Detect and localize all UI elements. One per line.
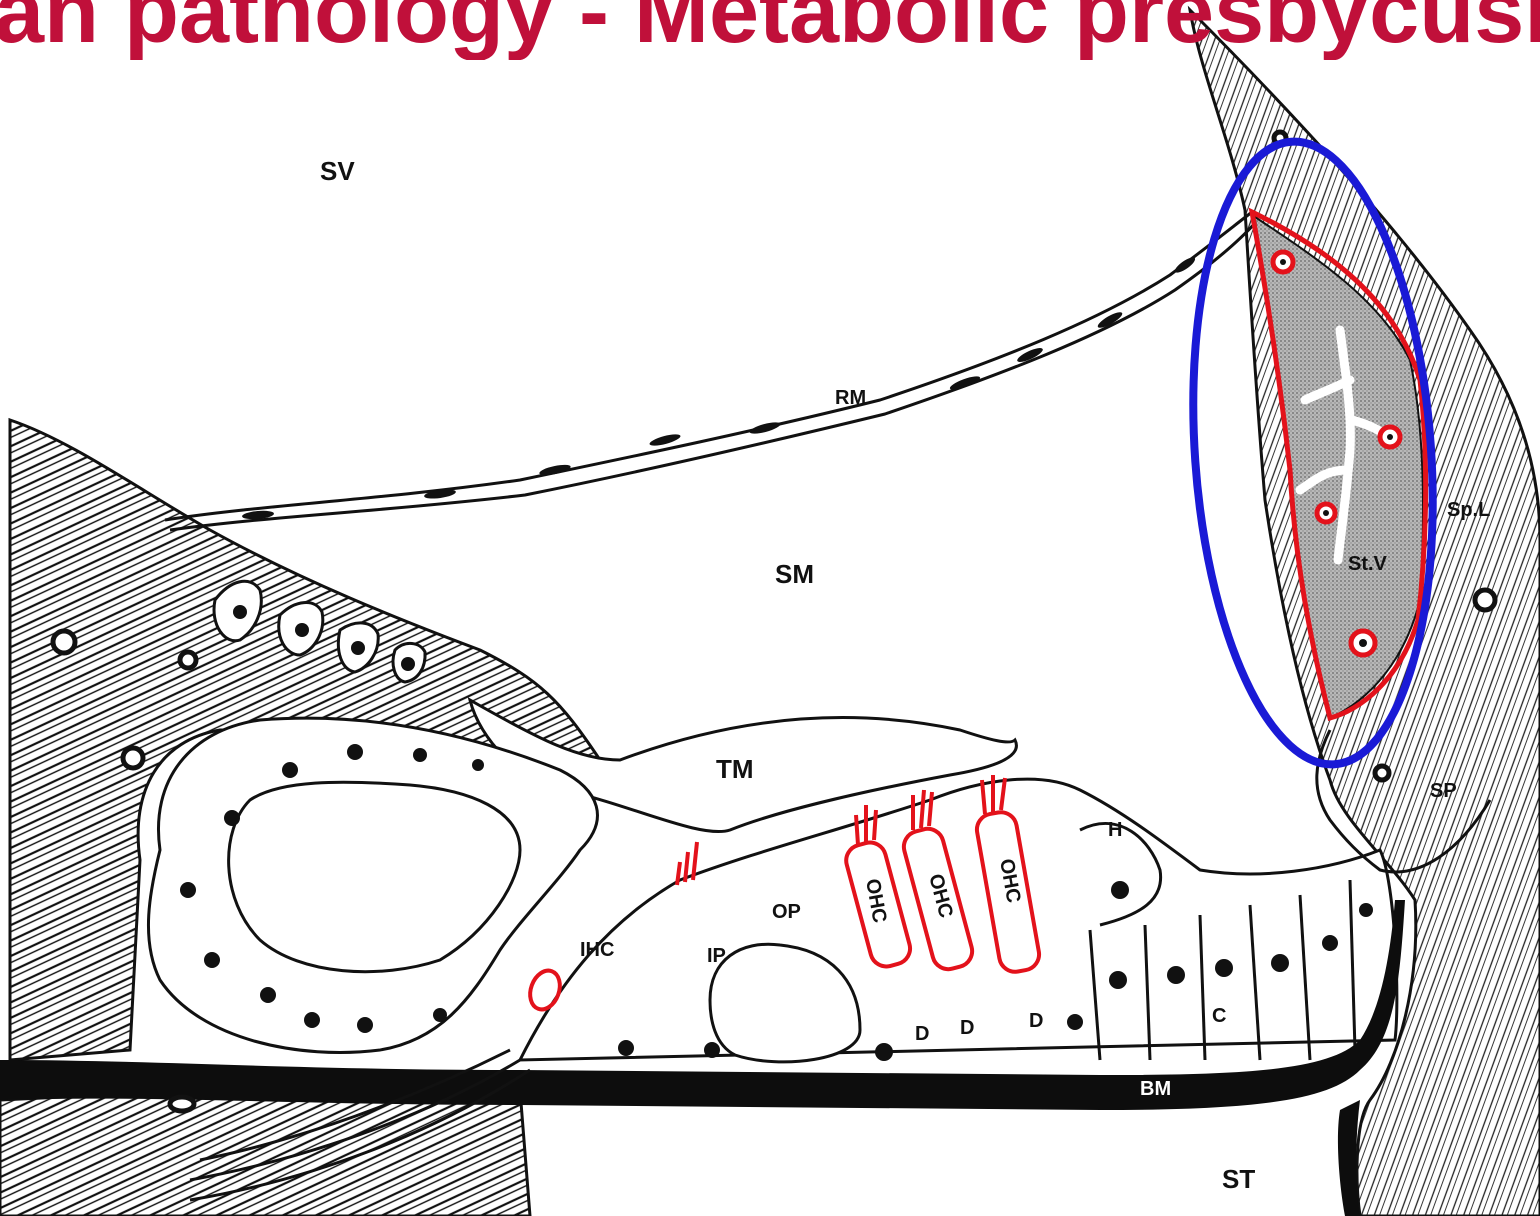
label-ip: IP [707, 945, 726, 967]
label-stria-vascularis: St.V [1348, 553, 1388, 575]
label-ihc: IHC [580, 939, 614, 961]
reissners-membrane-lower [170, 222, 1256, 530]
label-h: H [1108, 819, 1122, 841]
label-sv: SV [320, 156, 355, 186]
label-tm: TM [716, 754, 754, 784]
label-sp: SP [1430, 780, 1457, 802]
label-d-1: D [915, 1023, 929, 1045]
reissner-cell-nuclei [242, 255, 1197, 521]
label-op: OP [772, 901, 801, 923]
reissners-membrane [165, 212, 1252, 520]
label-d-2: D [960, 1017, 974, 1039]
label-d-3: D [1029, 1010, 1043, 1032]
label-st: ST [1222, 1164, 1255, 1194]
organ-of-corti [520, 779, 1397, 1060]
label-sm: SM [775, 559, 814, 589]
label-c: C [1212, 1005, 1226, 1027]
label-rm: RM [835, 387, 866, 409]
label-bm: BM [1140, 1078, 1171, 1100]
slide-title: an pathology - Metabolic presbycusis [0, 0, 1540, 60]
label-spiral-ligament: Sp.L [1447, 499, 1490, 521]
